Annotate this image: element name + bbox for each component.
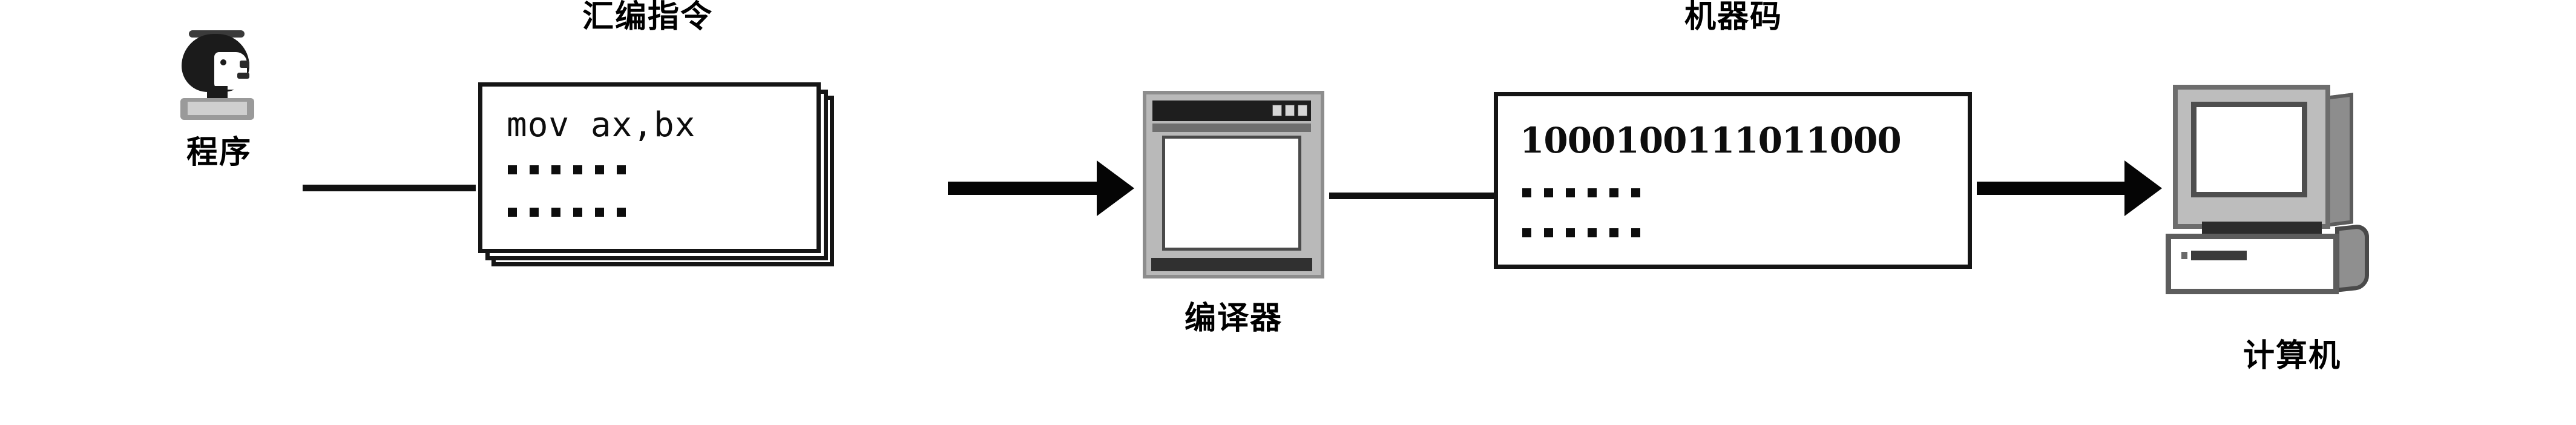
ellipsis-dot xyxy=(551,208,560,217)
programmer-caption: 程序 xyxy=(186,134,252,171)
machine-code-box: 1000100111011000 xyxy=(1494,92,1972,269)
compiler-title-bar xyxy=(1152,100,1311,121)
person-eye xyxy=(220,59,226,65)
ellipsis-dot xyxy=(1631,188,1640,197)
arrow-head xyxy=(1097,160,1134,216)
maximize-icon xyxy=(1285,105,1295,116)
ellipsis-dot xyxy=(1588,188,1597,197)
machine-code-title: 机器码 xyxy=(1684,0,1782,35)
desktop-computer-icon xyxy=(2162,81,2410,305)
ellipsis-dot xyxy=(1631,228,1640,237)
computer-case xyxy=(2166,234,2339,294)
person-face xyxy=(214,52,247,90)
compiler-content-area xyxy=(1162,136,1301,251)
ellipsis-dot xyxy=(595,165,604,174)
compiler-window-icon xyxy=(1143,91,1324,278)
assembly-ellipsis-row-2 xyxy=(508,208,626,217)
ellipsis-dot xyxy=(1544,188,1553,197)
ellipsis-dot xyxy=(617,165,626,174)
ellipsis-dot xyxy=(508,208,517,217)
assembly-stacked-paper-icon: mov ax,bx xyxy=(476,80,851,274)
ellipsis-dot xyxy=(1522,188,1531,197)
monitor-screen xyxy=(2191,102,2307,197)
compiler-window-base xyxy=(1151,258,1312,271)
assembly-title: 汇编指令 xyxy=(582,0,713,35)
ellipsis-dot xyxy=(508,165,517,174)
compiler-menu-bar xyxy=(1152,124,1311,132)
compiler-caption: 编译器 xyxy=(1184,300,1283,337)
ellipsis-dot xyxy=(1522,228,1531,237)
monitor-side-panel xyxy=(2327,93,2353,227)
machine-ellipsis-row-2 xyxy=(1522,228,1640,237)
ellipsis-dot xyxy=(551,165,560,174)
arrow-head xyxy=(2124,160,2162,216)
programmer-person-icon xyxy=(177,25,261,122)
ellipsis-dot xyxy=(1566,188,1575,197)
arrow-shaft xyxy=(948,182,1099,195)
ellipsis-dot xyxy=(530,208,539,217)
paper-sheet-front: mov ax,bx xyxy=(478,82,821,253)
ellipsis-dot xyxy=(595,208,604,217)
ellipsis-dot xyxy=(1609,188,1618,197)
arrow-shaft xyxy=(1977,182,2127,195)
ellipsis-dot xyxy=(1566,228,1575,237)
connector-compiler-to-machine-code xyxy=(1329,193,1494,199)
compiler-window-buttons xyxy=(1272,105,1307,116)
computer-caption: 计算机 xyxy=(2242,338,2341,374)
computer-case-side-panel xyxy=(2335,223,2369,292)
ellipsis-dot xyxy=(1588,228,1597,237)
connector-programmer-to-assembly xyxy=(303,185,476,191)
assembly-ellipsis-row-1 xyxy=(508,165,626,174)
machine-ellipsis-row-1 xyxy=(1522,188,1640,197)
person-shoulders-highlight xyxy=(188,102,247,115)
floppy-drive-slot-icon xyxy=(2191,251,2247,260)
ellipsis-dot xyxy=(1544,228,1553,237)
power-led-icon xyxy=(2181,252,2187,259)
minimize-icon xyxy=(1272,105,1282,116)
ellipsis-dot xyxy=(617,208,626,217)
close-icon xyxy=(1298,105,1307,116)
assembly-code-line: mov ax,bx xyxy=(507,105,696,145)
person-nose xyxy=(240,61,249,68)
person-mouth xyxy=(237,73,249,79)
ellipsis-dot xyxy=(573,208,582,217)
ellipsis-dot xyxy=(1609,228,1618,237)
ellipsis-dot xyxy=(530,165,539,174)
ellipsis-dot xyxy=(573,165,582,174)
machine-code-binary-line: 1000100111011000 xyxy=(1520,120,1902,161)
